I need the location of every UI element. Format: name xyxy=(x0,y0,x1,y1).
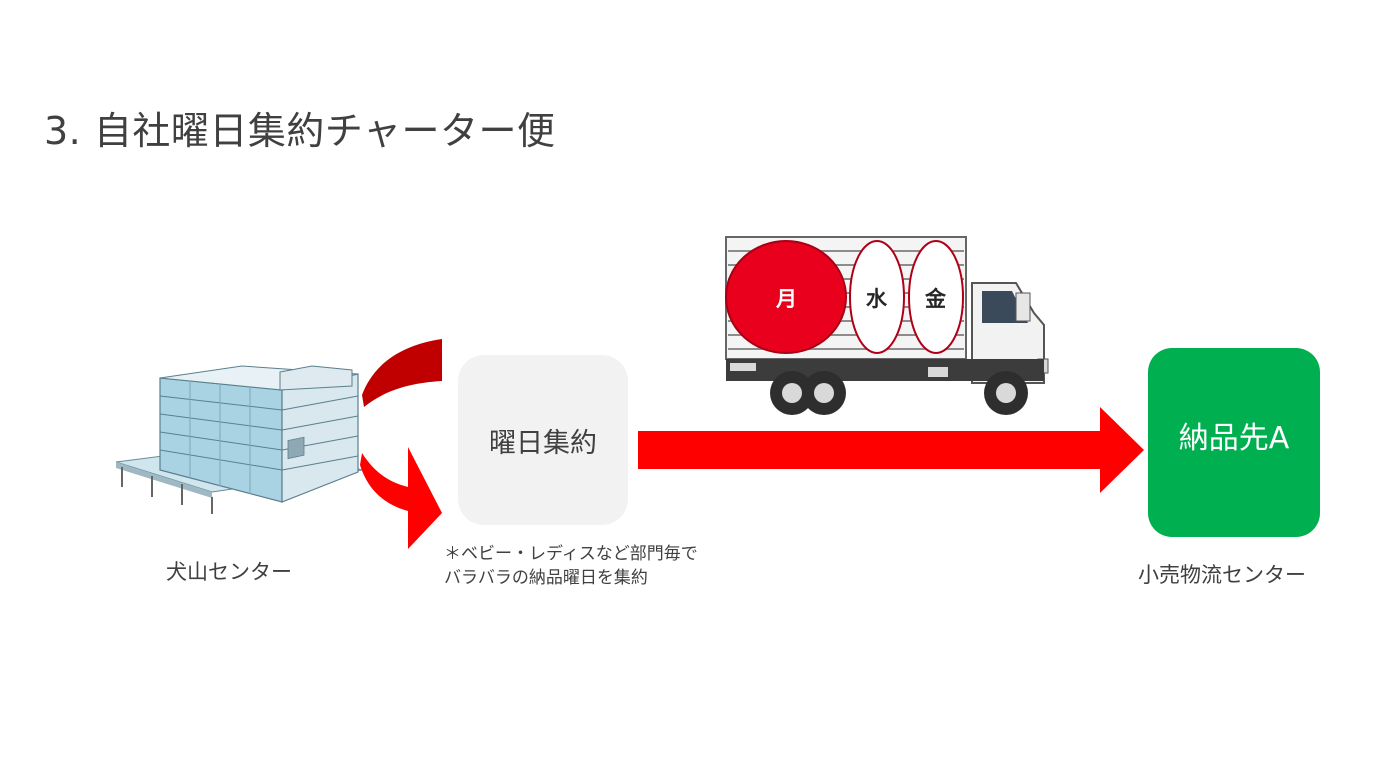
page-title: 3. 自社曜日集約チャーター便 xyxy=(44,109,556,153)
main-arrow xyxy=(638,407,1144,493)
truck-icon xyxy=(725,236,1049,415)
day-label-wednesday: 水 xyxy=(866,287,887,311)
curved-arrows xyxy=(360,339,442,549)
hub-note-line1: ＊ベビー・レディスなど部門毎で xyxy=(444,544,698,564)
hub-label: 曜日集約 xyxy=(489,427,597,459)
hub-box: 曜日集約 xyxy=(458,355,628,525)
destination-box: 納品先A xyxy=(1148,348,1320,537)
warehouse-icon xyxy=(115,365,363,514)
destination-label: 納品先A xyxy=(1178,420,1290,456)
origin-label: 犬山センター xyxy=(166,560,292,584)
day-label-monday: 月 xyxy=(776,287,797,311)
destination-caption: 小売物流センター xyxy=(1138,563,1306,587)
hub-note-line2: バラバラの納品曜日を集約 xyxy=(444,568,648,588)
hub-note: ＊ベビー・レディスなど部門毎で バラバラの納品曜日を集約 xyxy=(444,542,698,590)
day-label-friday: 金 xyxy=(925,287,946,311)
